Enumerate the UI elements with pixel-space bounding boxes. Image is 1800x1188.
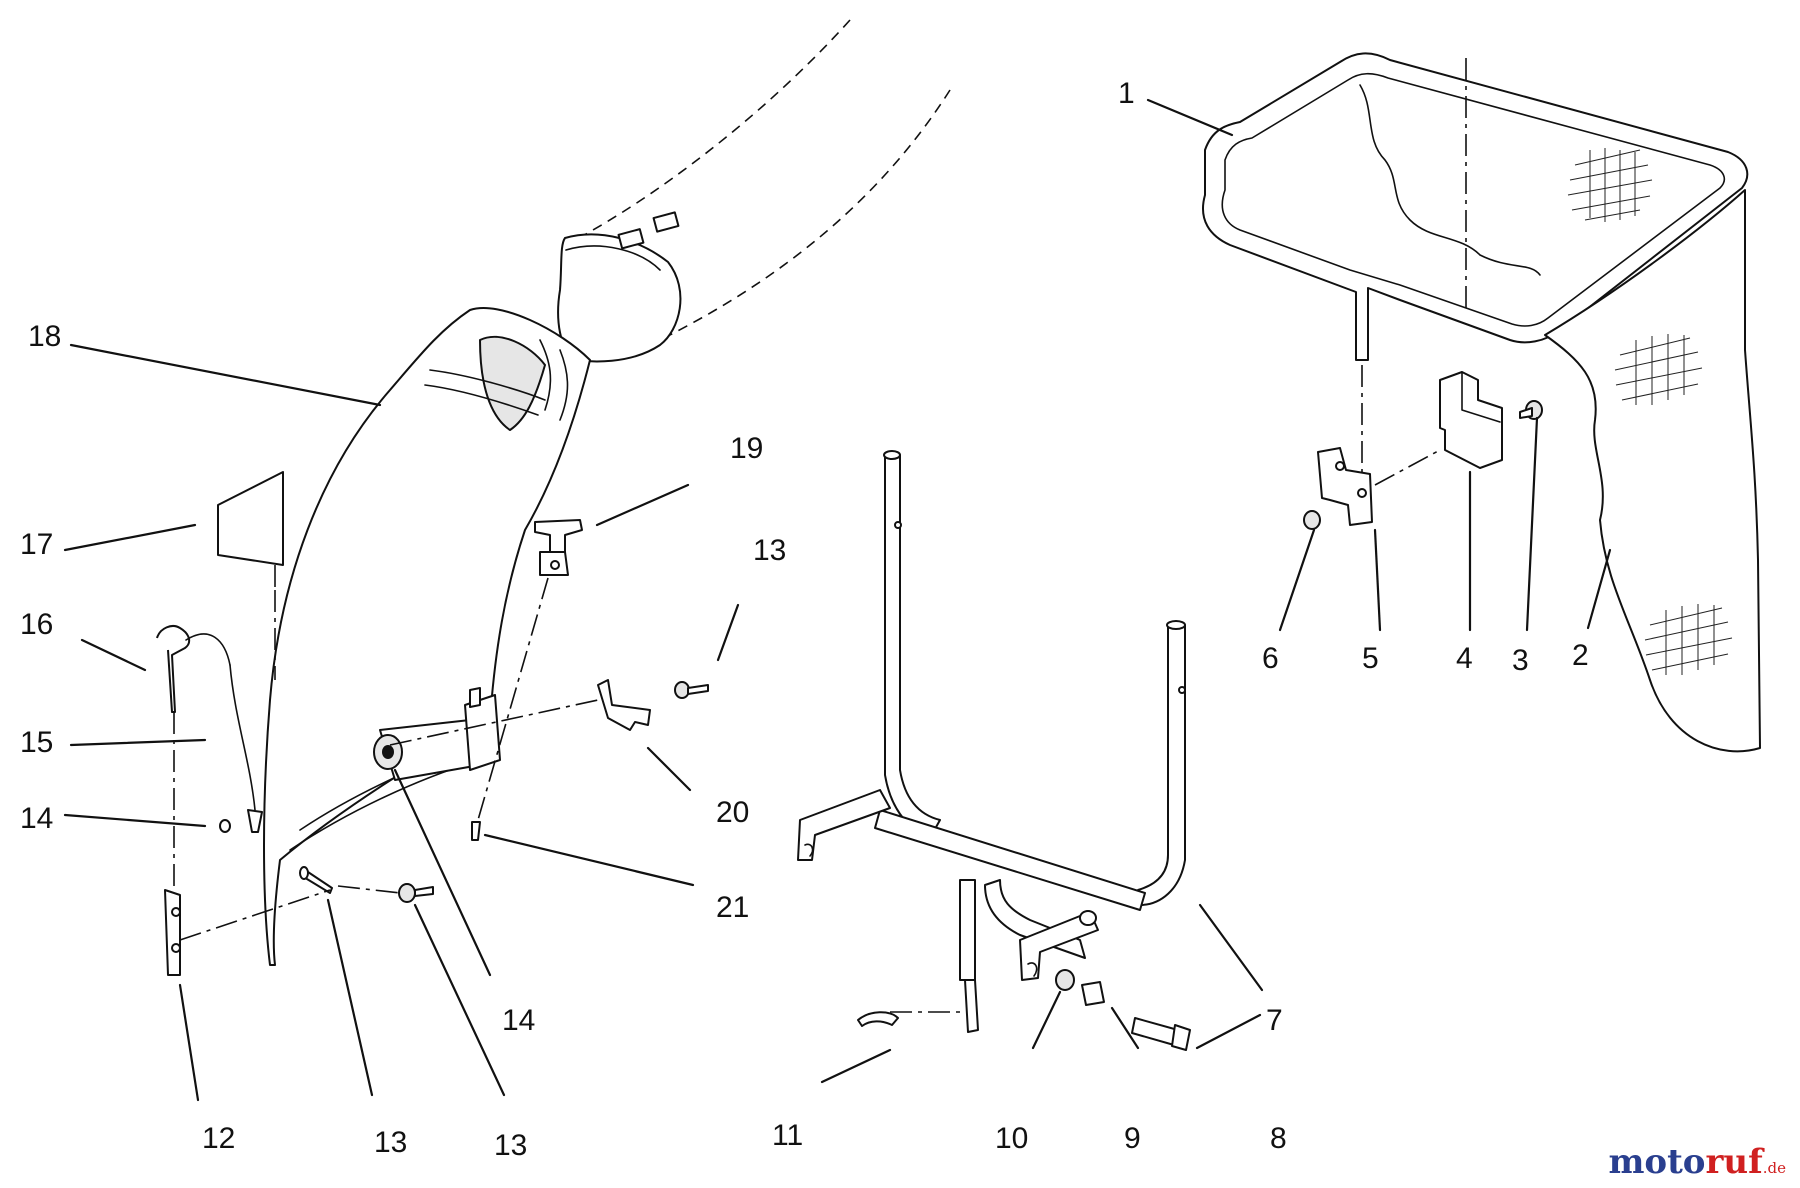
- discharge-tube: [557, 19, 951, 363]
- callout-labels: 1 2 3 4 5 6 7 8 9 10 11 12 13 13 13 14 1…: [20, 77, 1589, 1162]
- hex-nut: [1303, 510, 1321, 530]
- chute-pivot-bracket: [373, 687, 501, 781]
- hairpin-clip: [857, 1011, 899, 1027]
- mount-screw: [674, 681, 709, 699]
- callout-15: 15: [20, 726, 53, 759]
- callout-16: 16: [20, 608, 53, 641]
- chute-knob: [534, 519, 583, 576]
- lock-nut: [1055, 969, 1075, 991]
- small-nut: [219, 819, 231, 833]
- callout-13-right: 13: [753, 534, 786, 567]
- callout-12: 12: [202, 1122, 235, 1155]
- carriage-screw: [299, 866, 333, 894]
- watermark-suffix: .de: [1762, 1159, 1786, 1177]
- spacer: [1081, 981, 1105, 1006]
- chute-mount-bracket: [597, 679, 651, 731]
- frame-mount-bracket: [1439, 371, 1503, 469]
- hex-bolt: [1131, 1017, 1191, 1051]
- callout-13-bottom-left: 13: [374, 1126, 407, 1159]
- callout-17: 17: [20, 528, 53, 561]
- callout-10: 10: [995, 1122, 1028, 1155]
- callout-5: 5: [1362, 642, 1379, 675]
- carriage-bolt: [1519, 400, 1543, 420]
- watermark-logo: motoruf.de: [1608, 1142, 1786, 1182]
- callout-8: 8: [1270, 1122, 1287, 1155]
- callout-21: 21: [716, 891, 749, 924]
- callout-14-bottom: 14: [502, 1004, 535, 1037]
- callout-2: 2: [1572, 639, 1589, 672]
- callout-14-left: 14: [20, 802, 53, 835]
- bag-frame-and-bag: [1202, 52, 1761, 753]
- hinge-bracket: [164, 889, 181, 976]
- lock-nut-bolt: [398, 883, 434, 903]
- watermark-text-blue: moto: [1608, 1142, 1706, 1182]
- leader-lines: [63, 98, 1612, 1102]
- hitch-assembly: [797, 450, 1186, 1033]
- callout-3: 3: [1512, 644, 1529, 677]
- callout-7: 7: [1266, 1004, 1283, 1037]
- callout-1: 1: [1118, 77, 1135, 110]
- callout-4: 4: [1456, 642, 1473, 675]
- frame-clip-plate: [1317, 447, 1373, 526]
- hairpin-cotter: [156, 625, 263, 833]
- callout-18: 18: [28, 320, 61, 353]
- callout-9: 9: [1124, 1122, 1141, 1155]
- watermark-text-red: ruf: [1705, 1142, 1763, 1182]
- discharge-chute: [263, 307, 591, 966]
- callout-6: 6: [1262, 642, 1279, 675]
- callout-11: 11: [772, 1119, 803, 1152]
- small-screw: [471, 821, 481, 841]
- callout-19: 19: [730, 432, 763, 465]
- callout-20: 20: [716, 796, 749, 829]
- callout-13-bottom-right: 13: [494, 1129, 527, 1162]
- decal: [217, 471, 284, 566]
